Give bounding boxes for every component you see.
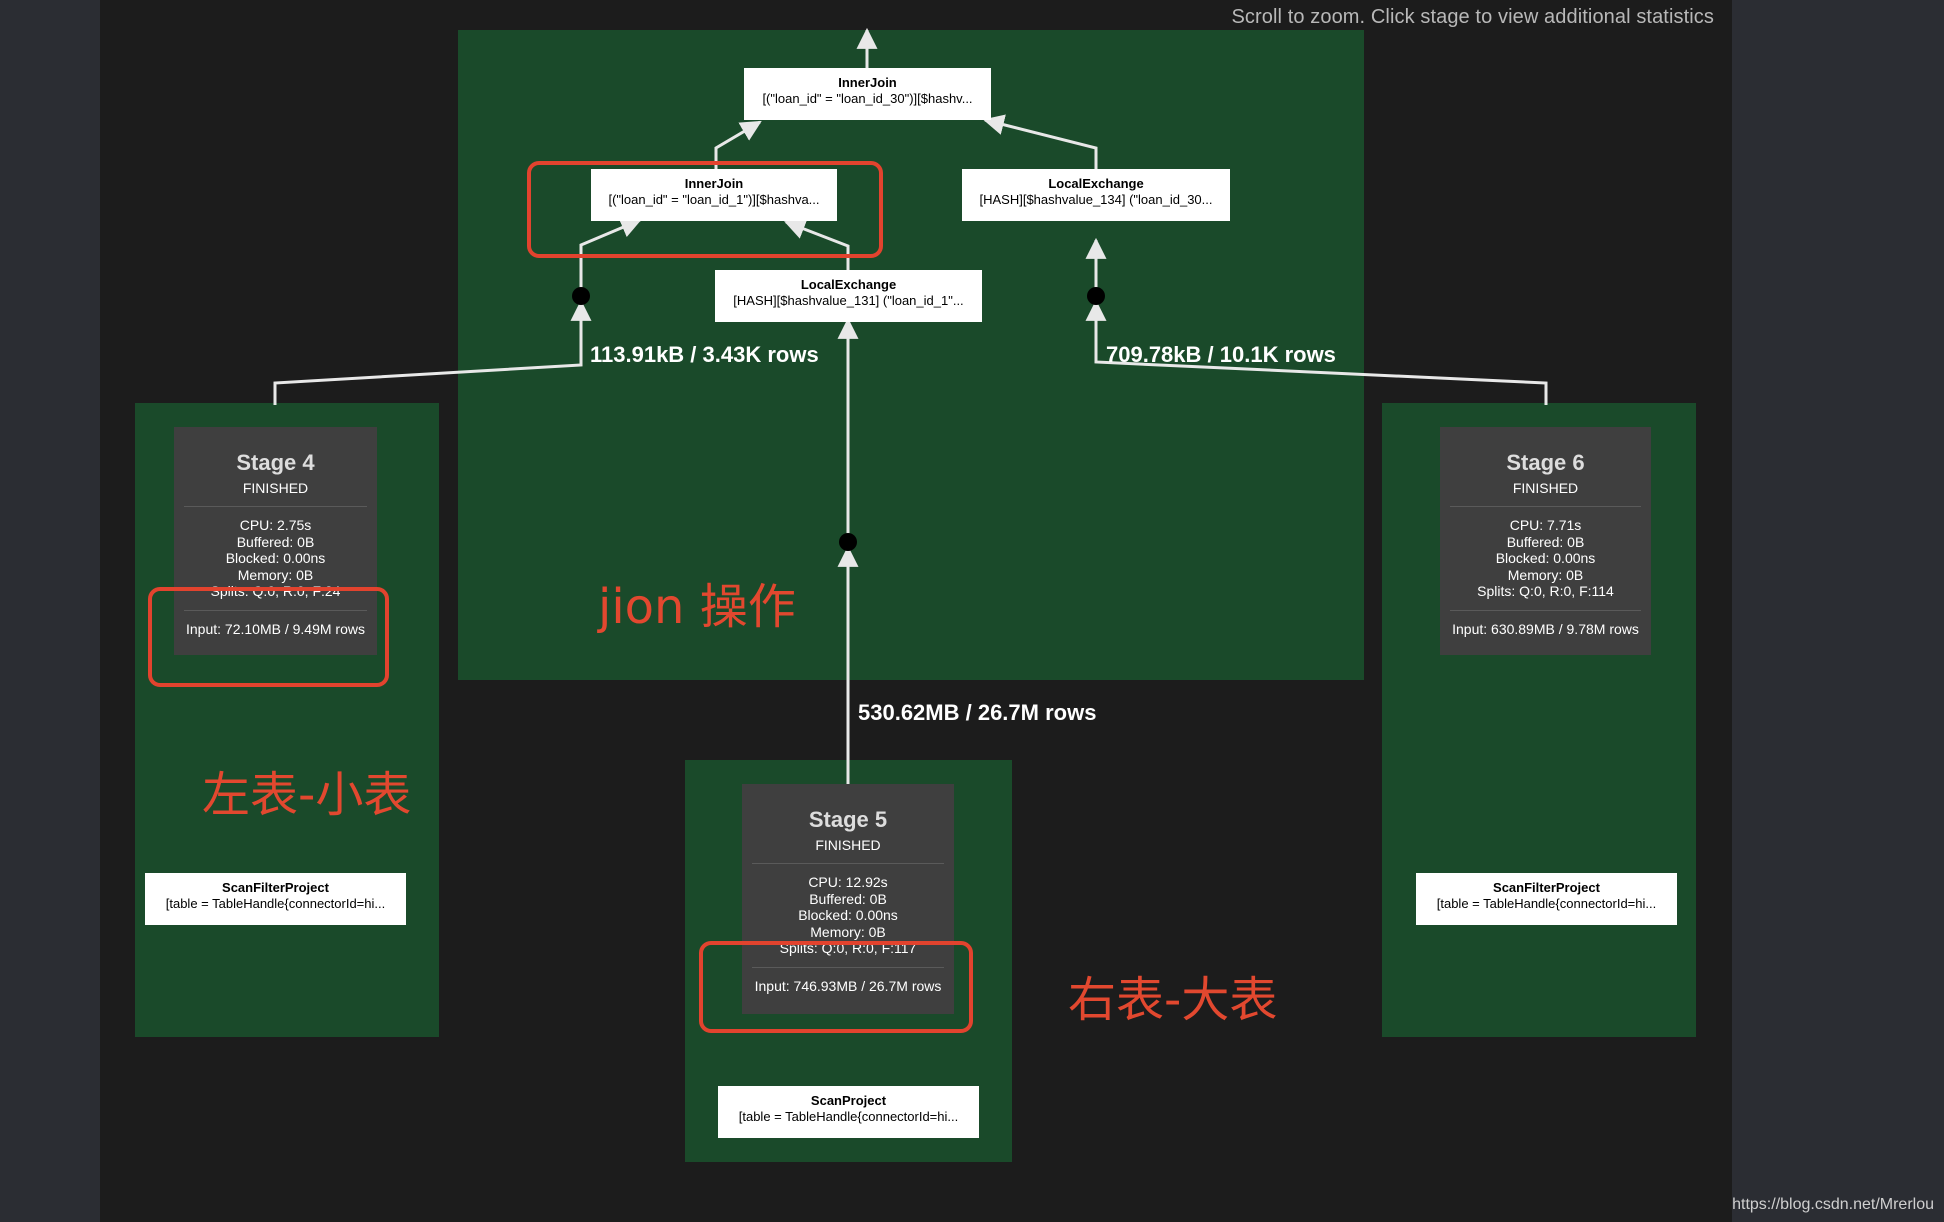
stage-5-divider-2 — [752, 966, 944, 968]
stage-6-cpu: CPU: 7.71s — [1509, 517, 1582, 533]
edge-label-right: 709.78kB / 10.1K rows — [1106, 342, 1336, 367]
op-localexchange-right[interactable]: LocalExchange [HASH][$hashvalue_134] ("l… — [962, 169, 1230, 221]
stage-6-memory: Memory: 0B — [1507, 566, 1584, 583]
edge-lx-mid-to-join — [784, 219, 850, 270]
op-localexchange-mid[interactable]: LocalExchange [HASH][$hashvalue_131] ("l… — [715, 270, 982, 322]
stage-4-divider-2 — [184, 609, 367, 611]
op-stage6-scan[interactable]: ScanFilterProject [table = TableHandle{c… — [1416, 873, 1677, 925]
stage-6-divider — [1450, 506, 1641, 507]
stage-6-blocked: Blocked: 0.00ns — [1495, 550, 1596, 566]
annotation-left-table: 左表-小表 — [202, 767, 412, 823]
stage-4-divider — [184, 506, 367, 507]
edge-dot-left — [572, 287, 590, 305]
op-localexchange-right-detail: [HASH][$hashvalue_134] ("loan_id_30... — [979, 192, 1213, 207]
stage-6-state: FINISHED — [1512, 479, 1579, 496]
annotation-join: jion 操作 — [598, 579, 796, 635]
op-stage5-scan[interactable]: ScanProject [table = TableHandle{connect… — [718, 1086, 979, 1138]
stage-5-title: Stage 5 — [808, 807, 888, 832]
stage-6-splits: Splits: Q:0, R:0, F:114 — [1477, 583, 1614, 599]
op-stage4-scan[interactable]: ScanFilterProject [table = TableHandle{c… — [145, 873, 406, 925]
edge-stage6-to-lx — [1085, 237, 1548, 405]
stage-6-card[interactable]: Stage 6 FINISHED CPU: 7.71s Buffered: 0B… — [1440, 427, 1651, 655]
stage-6-divider-2 — [1450, 609, 1641, 611]
op-innerjoin-top-title: InnerJoin — [838, 75, 897, 90]
stage-5-divider — [752, 863, 944, 864]
stage-5-cpu: CPU: 12.92s — [808, 874, 888, 890]
op-localexchange-right-title: LocalExchange — [1048, 176, 1144, 191]
edge-lx-right-to-top — [982, 114, 1098, 169]
op-stage5-scan-title: ScanProject — [810, 1093, 887, 1108]
op-stage5-scan-detail: [table = TableHandle{connectorId=hi... — [738, 1109, 959, 1124]
op-innerjoin-top[interactable]: InnerJoin [("loan_id" = "loan_id_30")][$… — [744, 68, 991, 120]
stage-6-input: Input: 630.89MB / 9.78M rows — [1452, 620, 1639, 637]
highlight-stage5-input — [699, 941, 973, 1033]
edge-label-middle: 530.62MB / 26.7M rows — [858, 700, 1097, 725]
op-innerjoin-top-detail: [("loan_id" = "loan_id_30")][$hashv... — [762, 91, 973, 106]
highlight-stage4-input — [148, 587, 389, 687]
stage-5-state: FINISHED — [815, 836, 881, 853]
watermark-url: https://blog.csdn.net/Mrerlou — [1732, 1196, 1934, 1213]
stage-4-blocked: Blocked: 0.00ns — [225, 550, 326, 566]
op-innerjoin-left[interactable]: InnerJoin [("loan_id" = "loan_id_1")][$h… — [591, 169, 837, 221]
stage-3-container[interactable] — [458, 30, 1364, 680]
op-stage6-scan-title: ScanFilterProject — [1493, 880, 1600, 895]
op-stage6-scan-detail: [table = TableHandle{connectorId=hi... — [1436, 896, 1657, 911]
edge-dot-middle — [839, 533, 857, 551]
stage-5-blocked: Blocked: 0.00ns — [798, 907, 898, 923]
stage-4-memory: Memory: 0B — [237, 566, 314, 583]
stage-6-buffered: Buffered: 0B — [1506, 533, 1585, 550]
stage-5-buffered: Buffered: 0B — [809, 890, 887, 907]
stage-4-state: FINISHED — [242, 479, 309, 496]
op-localexchange-mid-title: LocalExchange — [800, 277, 897, 292]
op-localexchange-mid-detail: [HASH][$hashvalue_131] ("loan_id_1"... — [733, 293, 964, 308]
stage-5-memory: Memory: 0B — [810, 923, 886, 940]
edge-dot-right — [1087, 287, 1105, 305]
op-stage4-scan-detail: [table = TableHandle{connectorId=hi... — [165, 896, 386, 911]
op-innerjoin-left-title: InnerJoin — [684, 176, 744, 191]
op-stage4-scan-title: ScanFilterProject — [222, 880, 329, 895]
zoom-hint: Scroll to zoom. Click stage to view addi… — [1231, 6, 1714, 28]
edge-label-left: 113.91kB / 3.43K rows — [590, 342, 819, 367]
stage-4-title: Stage 4 — [236, 450, 315, 475]
highlight-innerjoin — [527, 161, 883, 258]
stage-5-card[interactable]: Stage 5 FINISHED CPU: 12.92s Buffered: 0… — [742, 784, 954, 1014]
stage-4-input: Input: 72.10MB / 9.49M rows — [186, 620, 365, 637]
edge-stage4-to-join — [273, 217, 642, 405]
stage-4-buffered: Buffered: 0B — [236, 533, 315, 550]
stage-4-cpu: CPU: 2.75s — [239, 517, 312, 533]
stage-5-input: Input: 746.93MB / 26.7M rows — [754, 977, 942, 994]
annotation-right-table: 右表-大表 — [1068, 972, 1278, 1028]
stage-6-title: Stage 6 — [1506, 450, 1585, 475]
